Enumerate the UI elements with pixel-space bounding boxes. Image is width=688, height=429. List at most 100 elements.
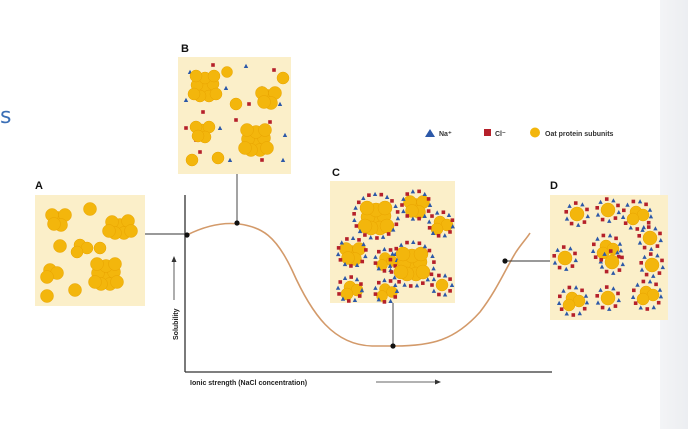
sodium-ion bbox=[450, 224, 455, 229]
protein-subunit bbox=[88, 275, 102, 289]
sodium-ion bbox=[449, 282, 455, 287]
sodium-ion bbox=[637, 199, 643, 204]
chloride-ion bbox=[613, 216, 618, 220]
chloride-ion bbox=[427, 226, 432, 230]
chloride-ion bbox=[386, 232, 391, 236]
chloride-ion bbox=[646, 225, 651, 229]
chloride-ion bbox=[268, 120, 272, 124]
protein-subunit bbox=[626, 212, 640, 226]
chloride-ion bbox=[631, 199, 636, 204]
sodium-ion bbox=[442, 233, 448, 238]
sodium-ion bbox=[642, 254, 647, 259]
chloride-ion bbox=[617, 268, 622, 272]
sodium-ion bbox=[611, 270, 616, 275]
chloride-ion bbox=[567, 285, 572, 290]
chloride-ion bbox=[430, 214, 434, 218]
chloride-ion bbox=[632, 288, 636, 293]
protein-subunit bbox=[276, 71, 290, 85]
protein-subunit bbox=[229, 97, 243, 111]
protein-subunit bbox=[47, 217, 61, 231]
sodium-ion bbox=[388, 298, 393, 304]
sodium-ion bbox=[618, 248, 624, 253]
sodium-ion bbox=[217, 125, 223, 130]
sodium-ion bbox=[422, 191, 427, 197]
chloride-ion bbox=[352, 212, 356, 216]
chloride-ion bbox=[660, 258, 664, 263]
chloride-ion bbox=[557, 265, 562, 270]
chloride-ion bbox=[272, 68, 276, 72]
sodium-ion bbox=[384, 194, 390, 200]
protein-subunit bbox=[68, 283, 82, 297]
sodium-ion bbox=[607, 233, 613, 238]
chloride-ion bbox=[648, 252, 653, 256]
sodium-ion bbox=[564, 311, 569, 316]
sodium-ion bbox=[243, 63, 249, 68]
chloride-ion bbox=[600, 305, 605, 310]
sodium-ion bbox=[350, 235, 356, 241]
sodium-ion bbox=[340, 296, 346, 301]
chloride-ion bbox=[430, 283, 434, 287]
chloride-ion bbox=[633, 301, 638, 305]
chloride-ion bbox=[559, 307, 564, 311]
oat-protein-icon bbox=[530, 127, 540, 138]
protein-subunit bbox=[258, 123, 272, 137]
chloride-ion bbox=[417, 241, 422, 246]
chloride-ion bbox=[390, 199, 394, 203]
chloride-ion bbox=[388, 257, 393, 262]
protein-subunit bbox=[221, 66, 233, 78]
chloride-ion bbox=[405, 240, 409, 245]
sodium-ion bbox=[573, 257, 578, 263]
protein-subunit bbox=[604, 254, 620, 270]
chloride-ion bbox=[373, 292, 378, 296]
sodium-ion bbox=[599, 264, 605, 269]
sodium-ion bbox=[342, 275, 348, 281]
sodium-ion bbox=[382, 246, 387, 252]
sodium-ion bbox=[373, 254, 378, 259]
chloride-ion bbox=[658, 231, 662, 236]
sodium-ion bbox=[411, 239, 416, 245]
chloride-ion bbox=[613, 304, 618, 308]
chloride-ion bbox=[356, 200, 361, 205]
sodium-ion bbox=[595, 212, 601, 217]
chloride-ion bbox=[359, 282, 363, 286]
chloride-ion bbox=[448, 230, 452, 234]
sodium-ion bbox=[427, 219, 432, 224]
sodium-ion bbox=[647, 279, 653, 284]
chloride-ion bbox=[421, 281, 425, 285]
chloride-ion bbox=[599, 258, 604, 262]
protein-subunit bbox=[40, 270, 54, 284]
chloride-ion bbox=[623, 221, 628, 225]
protein-subunit bbox=[257, 95, 271, 109]
sodium-ion bbox=[223, 85, 229, 90]
chloride-ion bbox=[616, 254, 621, 259]
chloride-ion bbox=[654, 282, 658, 287]
protein-subunit bbox=[83, 202, 97, 216]
chloride-ion bbox=[349, 264, 353, 268]
chloride-ion bbox=[552, 254, 557, 258]
sodium-ion bbox=[607, 218, 612, 223]
sodium-ion bbox=[657, 287, 663, 292]
sodium-ion bbox=[580, 202, 585, 207]
sodium-ion bbox=[442, 273, 448, 278]
chloride-ion bbox=[635, 227, 640, 231]
sodium-ion bbox=[628, 225, 633, 230]
chloride-ion bbox=[247, 102, 251, 106]
sodium-ion bbox=[655, 253, 660, 258]
chloride-ion bbox=[184, 126, 188, 130]
chloride-ion bbox=[657, 271, 662, 275]
sodium-ion bbox=[617, 241, 623, 246]
chloride-ion bbox=[234, 118, 238, 122]
protein-subunit bbox=[40, 289, 54, 303]
sodium-ion bbox=[446, 212, 452, 218]
chloride-ion bbox=[347, 299, 351, 303]
left-edge-glyph: s bbox=[0, 104, 12, 129]
protein-subunit bbox=[102, 224, 116, 238]
sodium-ion bbox=[555, 247, 560, 252]
sodium-ion bbox=[431, 288, 437, 293]
sodium-ion bbox=[602, 251, 607, 256]
sodium-ion bbox=[361, 241, 366, 247]
protein-subunit bbox=[108, 257, 122, 271]
chloride-ion bbox=[426, 197, 431, 201]
